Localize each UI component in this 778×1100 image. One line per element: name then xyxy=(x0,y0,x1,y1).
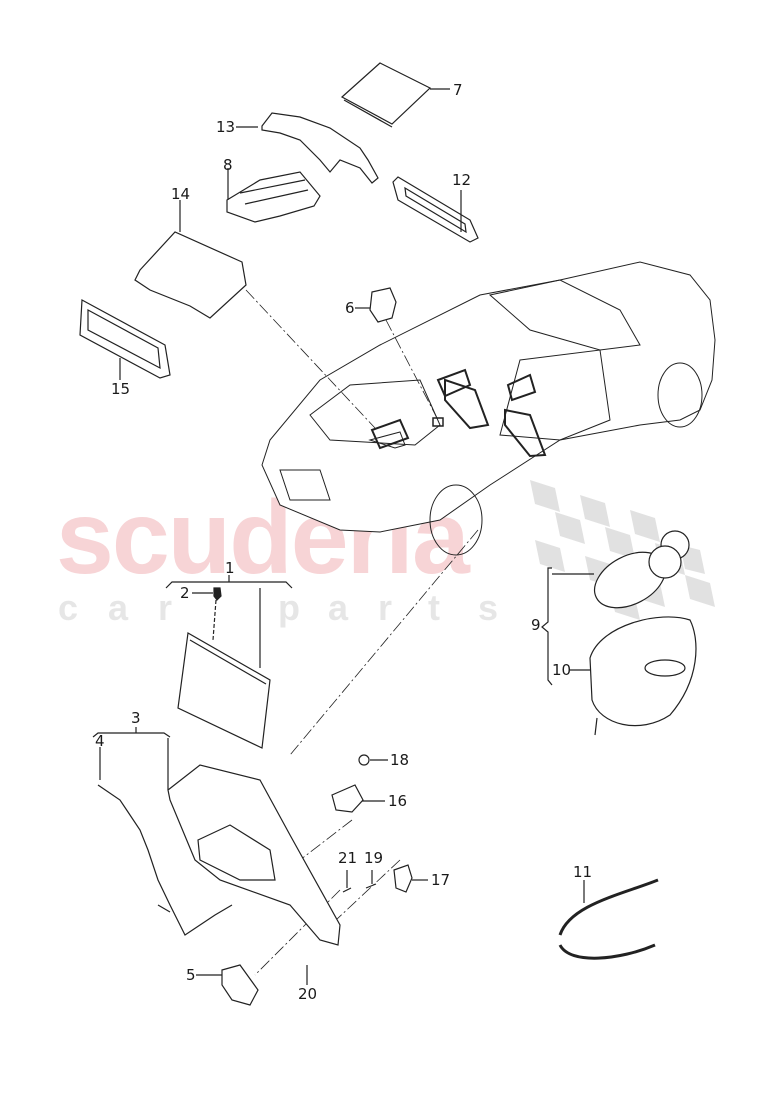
part-4-wiring-harness xyxy=(97,747,233,936)
part-10-case xyxy=(570,616,697,736)
callout-4[interactable]: 4 xyxy=(95,732,105,750)
callout-11[interactable]: 11 xyxy=(573,863,593,881)
vehicle-outline xyxy=(261,261,716,556)
part-11-usb-cable xyxy=(558,878,659,960)
part-16-bracket-clip xyxy=(331,784,385,813)
callout-9[interactable]: 9 xyxy=(531,616,541,634)
callout-5[interactable]: 5 xyxy=(186,966,196,984)
callout-7[interactable]: 7 xyxy=(453,81,463,99)
part-7-cover-plate xyxy=(340,62,450,128)
callout-10[interactable]: 10 xyxy=(552,661,572,679)
part-1-display-screen xyxy=(165,575,293,749)
part-12-trim-frame xyxy=(392,176,479,243)
callout-8[interactable]: 8 xyxy=(223,156,233,174)
callout-13[interactable]: 13 xyxy=(216,118,236,136)
part-9-headphones xyxy=(594,530,690,609)
callout-14[interactable]: 14 xyxy=(171,185,191,203)
callout-16[interactable]: 16 xyxy=(388,792,408,810)
callout-1[interactable]: 1 xyxy=(225,559,235,577)
callout-20[interactable]: 20 xyxy=(298,985,318,1003)
part-18-nut xyxy=(358,754,388,766)
callout-12[interactable]: 12 xyxy=(452,171,472,189)
callout-17[interactable]: 17 xyxy=(431,871,451,889)
callout-18[interactable]: 18 xyxy=(390,751,410,769)
part-2-clip xyxy=(192,587,222,641)
callout-6[interactable]: 6 xyxy=(345,299,355,317)
callout-3[interactable]: 3 xyxy=(131,709,141,727)
callout-19[interactable]: 19 xyxy=(364,849,384,867)
callout-2[interactable]: 2 xyxy=(180,584,190,602)
callout-15[interactable]: 15 xyxy=(111,380,131,398)
part-9-bracket xyxy=(541,567,594,686)
callout-21[interactable]: 21 xyxy=(338,849,358,867)
part-6-switch-module xyxy=(355,287,397,323)
part-5-control-unit xyxy=(196,964,259,1006)
part-17-end-cap xyxy=(393,864,428,893)
part-15-bezel-frame xyxy=(79,299,171,380)
part-21-screw xyxy=(342,870,352,893)
part-8-storage-tray xyxy=(226,168,321,223)
part-19-screw xyxy=(365,870,377,889)
part-3-bracket-assembly xyxy=(92,727,341,946)
part-14-receiver-unit xyxy=(134,200,247,319)
part-13-cover-bracket xyxy=(236,112,379,184)
